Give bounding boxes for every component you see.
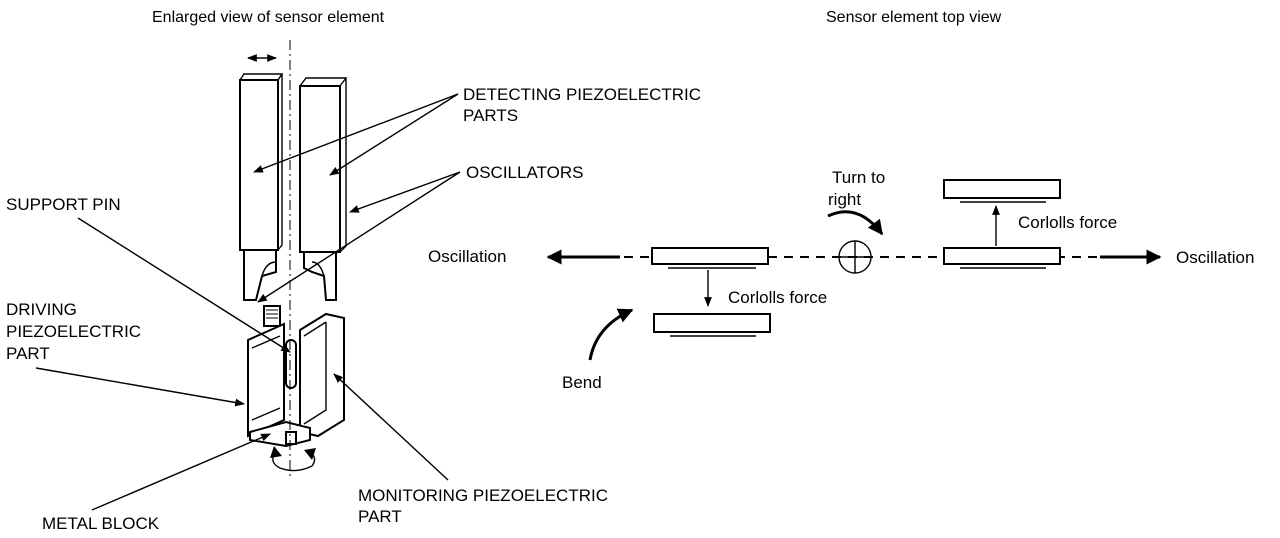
pin-mount — [263, 305, 281, 327]
left-view-title: Enlarged view of sensor element — [152, 9, 385, 26]
monitoring-piezoelectric-part — [299, 312, 345, 438]
metal-block-leader — [91, 433, 271, 511]
driving-label-line1: DRIVING — [6, 300, 77, 319]
coriolis-right-label: Corlolls force — [1018, 213, 1117, 232]
sensor-element-drawing — [239, 40, 348, 478]
coriolis-left-label: Corlolls force — [728, 288, 827, 307]
driving-piezoelectric-part — [247, 322, 285, 438]
oscillation-left-label: Oscillation — [428, 247, 506, 266]
detecting-label-line2: PARTS — [463, 106, 518, 125]
metal-block-label: METAL BLOCK — [42, 514, 160, 533]
bend-arrow — [588, 308, 634, 361]
right-view-title: Sensor element top view — [826, 9, 1002, 26]
left-element-displaced — [653, 313, 771, 333]
support-pin-leader — [77, 217, 291, 353]
turn-right-arrow — [827, 210, 884, 236]
rotation-arrow — [272, 451, 316, 472]
left-element-on-axis — [651, 247, 769, 265]
oscillators-leader-1 — [349, 171, 461, 213]
right-oscillator-arm — [299, 85, 341, 253]
detecting-label-line1: DETECTING PIEZOELECTRIC — [463, 85, 701, 104]
driving-label-line3: PART — [6, 344, 50, 363]
support-pin-label: SUPPORT PIN — [6, 195, 121, 214]
right-element-displaced — [943, 179, 1061, 199]
top-view-drawing — [546, 179, 1162, 361]
detecting-leader-2 — [329, 93, 459, 176]
left-neck — [243, 249, 277, 301]
right-element-on-axis — [943, 247, 1061, 265]
monitoring-leader — [333, 373, 449, 481]
driving-label-line2: PIEZOELECTRIC — [6, 322, 141, 341]
turn-label-line2: right — [828, 190, 861, 209]
monitoring-label-line1: MONITORING PIEZOELECTRIC — [358, 486, 608, 505]
bend-label: Bend — [562, 373, 602, 392]
oscillators-leader-2 — [257, 171, 461, 303]
support-pin — [285, 339, 297, 389]
driving-leader — [35, 367, 245, 407]
oscillation-right-label: Oscillation — [1176, 248, 1254, 267]
base-stub — [285, 431, 297, 445]
oscillators-label: OSCILLATORS — [466, 163, 583, 182]
monitoring-label-line2: PART — [358, 507, 402, 526]
turn-label-line1: Turn to — [832, 168, 885, 187]
detecting-leader-1 — [253, 93, 459, 173]
right-neck — [303, 251, 337, 301]
